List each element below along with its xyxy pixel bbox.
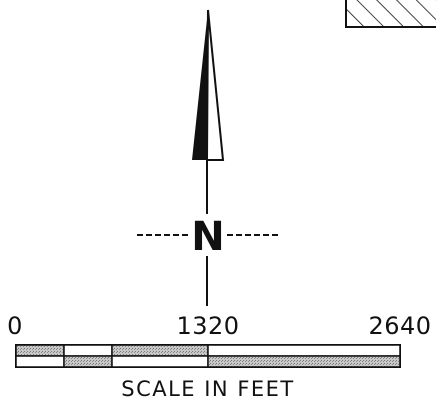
scale-segment-top-1 (15, 344, 65, 357)
scale-segment-top-2 (63, 344, 113, 357)
scale-segment-bottom-4 (207, 355, 401, 368)
hatched-area-symbol (345, 0, 436, 28)
scale-labels: 0 1320 2640 (7, 312, 431, 340)
scale-label-0: 0 (7, 312, 23, 340)
scale-label-2640: 2640 (368, 312, 431, 340)
scale-label-1320: 1320 (176, 312, 239, 340)
north-arrowhead-dark-half (192, 10, 208, 160)
north-letter: N (191, 214, 224, 260)
scale-segment-bottom-2 (63, 355, 113, 368)
scale-segment-bottom-1 (15, 355, 65, 368)
scale-bar (15, 344, 401, 368)
scale-segment-top-4 (207, 344, 401, 357)
north-arrow: N (137, 9, 278, 306)
scale-title: SCALE IN FEET (121, 377, 295, 401)
scale-segment-bottom-3 (111, 355, 209, 368)
scale-segment-top-3 (111, 344, 209, 357)
north-arrowhead-open-half (205, 9, 225, 161)
